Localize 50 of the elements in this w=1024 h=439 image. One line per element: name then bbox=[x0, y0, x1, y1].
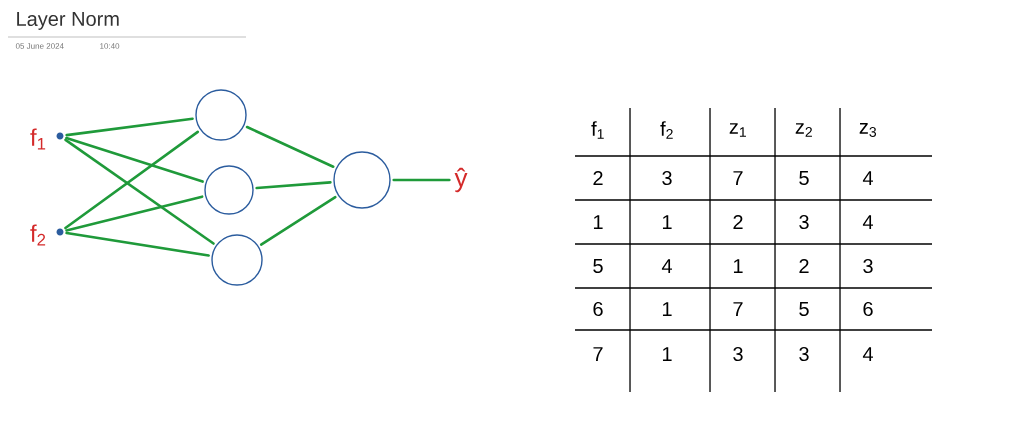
table-value: 4 bbox=[862, 171, 873, 185]
table-value: 7 bbox=[733, 302, 743, 316]
input-label: f$_{1}$ bbox=[30, 128, 46, 150]
connection-line bbox=[259, 195, 337, 246]
connection-line bbox=[64, 138, 215, 245]
table-value: 4 bbox=[862, 347, 873, 361]
column-header: f$_{1}$ bbox=[591, 121, 604, 139]
table-value: 1 bbox=[593, 215, 603, 229]
neuron-circle bbox=[195, 89, 247, 141]
title: Layer Norm bbox=[17, 12, 119, 30]
table-value: 3 bbox=[662, 170, 672, 186]
table-value: 2 bbox=[593, 171, 603, 185]
column-header: z$_{2}$ bbox=[795, 123, 812, 137]
date: 05 June 2024 bbox=[15, 43, 64, 49]
table-value: 7 bbox=[593, 347, 603, 361]
table-value: 4 bbox=[862, 215, 873, 229]
column-header: z$_{1}$ bbox=[729, 123, 746, 137]
output-label: ŷ bbox=[454, 167, 468, 193]
connection-line bbox=[65, 117, 194, 137]
table-value: 3 bbox=[863, 258, 873, 274]
table-value: 1 bbox=[662, 347, 672, 361]
neuron-circle bbox=[333, 151, 391, 209]
table-value: 5 bbox=[799, 171, 809, 185]
table-value: 6 bbox=[593, 301, 603, 317]
connection-line bbox=[245, 125, 335, 169]
connection-line bbox=[65, 195, 204, 232]
table-value: 4 bbox=[661, 259, 672, 273]
table-value: 7 bbox=[733, 171, 743, 185]
table-value: 3 bbox=[799, 346, 809, 362]
table-value: 1 bbox=[662, 302, 672, 316]
time: 10:40 bbox=[100, 43, 120, 49]
table-value: 1 bbox=[662, 215, 672, 229]
column-header: f$_{2}$ bbox=[660, 121, 673, 139]
neuron-circle bbox=[211, 234, 263, 286]
table-value: 1 bbox=[733, 259, 743, 273]
table-value: 5 bbox=[593, 259, 603, 273]
table-value: 6 bbox=[863, 301, 873, 317]
neuron-circle bbox=[204, 165, 254, 215]
connection-line bbox=[65, 231, 210, 257]
table-value: 2 bbox=[799, 259, 809, 273]
table-value: 5 bbox=[799, 302, 809, 316]
column-header: z$_{3}$ bbox=[859, 123, 877, 137]
connection-line bbox=[64, 130, 200, 230]
table-value: 3 bbox=[733, 346, 743, 362]
connection-line bbox=[65, 136, 204, 183]
input-label: f$_{2}$ bbox=[30, 224, 46, 246]
connection-line bbox=[392, 178, 451, 182]
connection-line bbox=[255, 181, 332, 190]
table-value: 2 bbox=[733, 215, 743, 229]
table-value: 3 bbox=[799, 214, 809, 230]
